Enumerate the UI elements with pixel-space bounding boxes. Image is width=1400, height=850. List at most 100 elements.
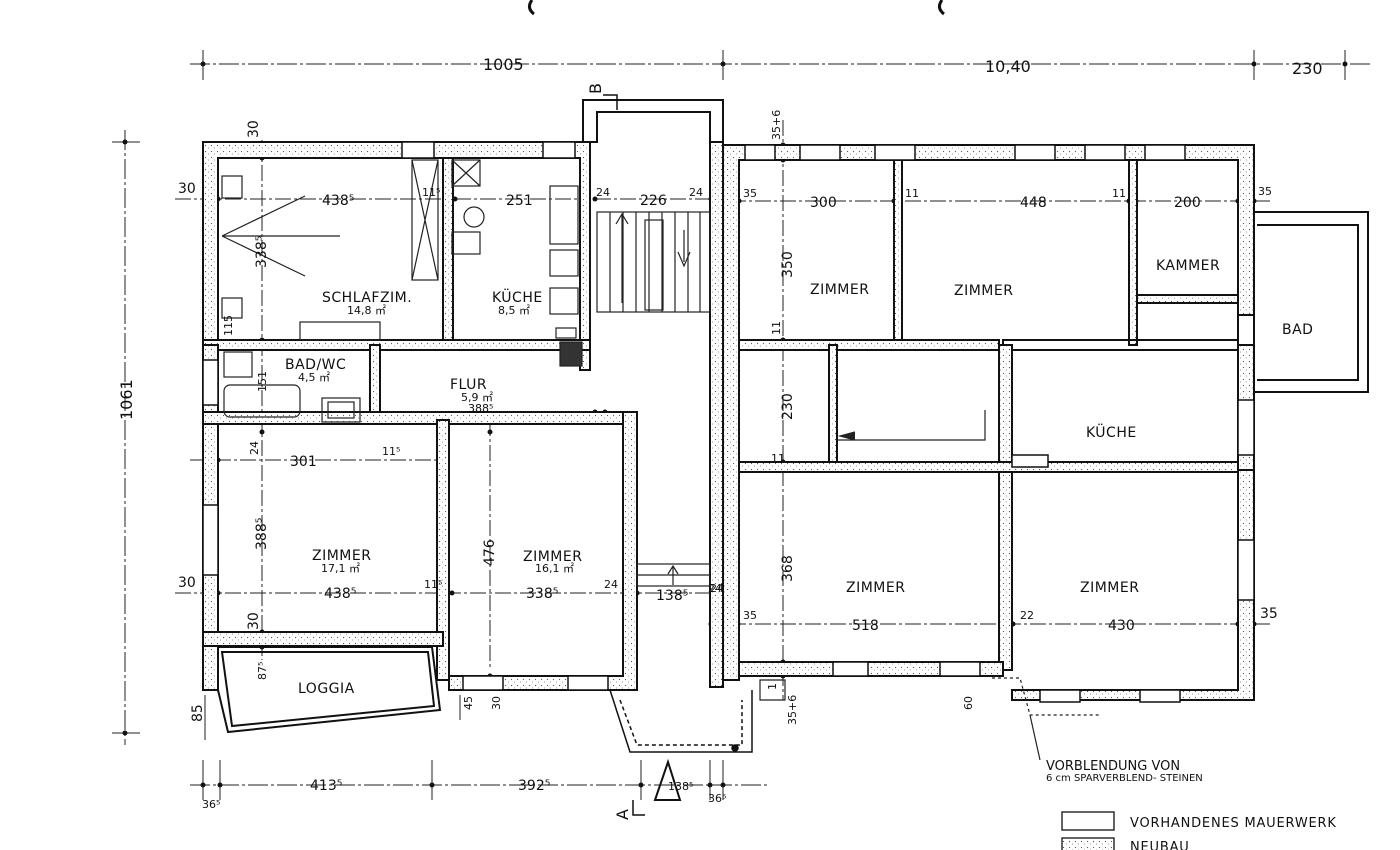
stair-d24a: 24 xyxy=(596,186,610,199)
zimmer2-d24: 24 xyxy=(604,578,618,591)
legend-new: NEUBAU xyxy=(1130,840,1190,850)
zimmer-c-width: 518 xyxy=(852,618,879,634)
zimmer-c-d24: 24 xyxy=(710,582,724,595)
zimmer-b-name: ZIMMER xyxy=(954,283,1013,299)
stair-d138: 138⁵ xyxy=(656,588,688,604)
kammer-width: 200 xyxy=(1174,195,1201,211)
plan-labels: 1005 10,40 230 1061 B A SCHLAFZIM. 14,8 … xyxy=(117,55,1323,820)
note-line2: 6 cm SPARVERBLEND- STEINEN xyxy=(1046,773,1203,784)
zimmer-a-d11: 11 xyxy=(770,321,783,335)
flur-width: 388⁵ xyxy=(468,402,493,415)
bad-right-name: BAD xyxy=(1282,322,1313,338)
zimmer-d-width: 430 xyxy=(1108,618,1135,634)
stair-d24c: 24 xyxy=(708,582,722,595)
right-flat-walls xyxy=(722,144,1255,701)
zimmer1-d30: 30 xyxy=(178,575,196,591)
zimmer-a-d35: 35 xyxy=(743,187,757,200)
dim-left-width: 1005 xyxy=(483,55,524,74)
legend-existing: VORHANDENES MAUERWERK xyxy=(1130,816,1337,831)
zimmer1-name: ZIMMER xyxy=(312,548,371,564)
dim-right-width: 10,40 xyxy=(985,57,1031,76)
loggia-d875: 87⁵ xyxy=(256,662,269,680)
zimmer-d-name: ZIMMER xyxy=(1080,580,1139,596)
zimmer1-d24: 24 xyxy=(248,441,261,455)
kammer-d35: 35 xyxy=(1258,185,1272,198)
hall-depth: 230 xyxy=(780,393,796,420)
schlafzimmer-name: SCHLAFZIM. xyxy=(322,290,412,306)
loggia-d30b: 30 xyxy=(490,696,503,710)
kueche-left-width: 251 xyxy=(506,193,533,209)
loggia-d30: 30 xyxy=(246,612,262,630)
stair-width: 226 xyxy=(640,193,667,209)
legend-swatch-new xyxy=(1061,837,1115,850)
entrance xyxy=(609,689,753,801)
zimmer-d-d22: 22 xyxy=(1020,609,1034,622)
bottom-d60: 60 xyxy=(962,696,975,710)
bottom-dim-1385: 138⁵ xyxy=(668,780,693,793)
dim-annex-width: 230 xyxy=(1292,59,1323,78)
staircase xyxy=(596,211,711,587)
flur-name: FLUR xyxy=(450,377,487,393)
kueche-right-name: KÜCHE xyxy=(1086,423,1137,441)
zimmer2-depth: 476 xyxy=(482,539,498,566)
section-marks xyxy=(603,94,645,816)
loggia-name: LOGGIA xyxy=(298,681,355,697)
kueche-left-area: 8,5 ㎡ xyxy=(498,304,530,317)
schlafzimmer-width: 438⁵ xyxy=(322,193,354,209)
bad-left-name: BAD/WC xyxy=(285,357,346,373)
loggia-d45: 45 xyxy=(462,696,475,710)
schlafzimmer-d115: 11⁵ xyxy=(422,186,440,199)
bad-annex-walls xyxy=(1237,211,1369,393)
zimmer1-d115b: 11⁵ xyxy=(424,578,442,591)
bottom-dim-3925: 392⁵ xyxy=(518,778,550,794)
bottom-d356: 35+6 xyxy=(786,695,799,725)
bad-left-area: 4,5 ㎡ xyxy=(298,371,330,384)
bottom-dim-365a: 36⁵ xyxy=(202,798,220,811)
note-line1: VORBLENDUNG VON xyxy=(1046,759,1180,774)
top-marks xyxy=(527,0,945,16)
section-a-label: A xyxy=(613,809,632,820)
zimmer-b-width: 448 xyxy=(1020,195,1047,211)
bottom-d1: 1 xyxy=(766,683,779,690)
zimmer2-name: ZIMMER xyxy=(523,549,582,565)
loggia-walls xyxy=(217,646,442,734)
zimmer-b-d11a: 11 xyxy=(905,187,919,200)
right-windows xyxy=(744,144,1255,703)
zimmer1-area: 17,1 ㎡ xyxy=(321,562,360,575)
right-fixtures xyxy=(759,410,1100,761)
bottom-dim-365b: 36⁵ xyxy=(708,792,726,805)
schlafzimmer-area: 14,8 ㎡ xyxy=(347,304,386,317)
bad-left-depth: 151 xyxy=(256,371,269,392)
loggia-d85: 85 xyxy=(190,704,206,722)
section-b-label: B xyxy=(586,83,605,94)
legend-swatch-existing xyxy=(1061,811,1115,831)
stair-d24b: 24 xyxy=(689,186,703,199)
zimmer-a-width: 300 xyxy=(810,195,837,211)
zimmer1-width: 438⁵ xyxy=(324,586,356,602)
schlafzimmer-d30a: 30 xyxy=(246,120,262,138)
zimmer-b-d11b: 11 xyxy=(1112,187,1126,200)
kueche-left-name: KÜCHE xyxy=(492,288,543,306)
hall-d11: 11 xyxy=(771,452,785,465)
zimmer-d-d35: 35 xyxy=(1260,606,1278,622)
zimmer-a-name: ZIMMER xyxy=(810,282,869,298)
zimmer1-inner: 301 xyxy=(290,454,317,470)
left-windows xyxy=(202,141,609,691)
kammer-name: KAMMER xyxy=(1156,258,1220,274)
zimmer1-depth: 388⁵ xyxy=(254,518,270,550)
legend: VORHANDENES MAUERWERK NEUBAU xyxy=(1061,811,1337,850)
zimmer-c-name: ZIMMER xyxy=(846,580,905,596)
bottom-dim-4135: 413⁵ xyxy=(310,778,342,794)
dim-left-height: 1061 xyxy=(117,379,136,420)
zimmer-c-d35: 35 xyxy=(743,609,757,622)
zimmer-c-depth: 368 xyxy=(780,555,796,582)
zimmer2-width: 338⁵ xyxy=(526,586,558,602)
zimmer2-area: 16,1 ㎡ xyxy=(535,562,574,575)
schlafzimmer-depth: 338⁵ xyxy=(254,236,270,268)
zimmer-a-d356: 35+6 xyxy=(770,110,783,140)
zimmer-a-depth: 350 xyxy=(780,251,796,278)
schlafzimmer-d115b: 115 xyxy=(222,315,235,336)
flur-area: 5,9 ㎡ xyxy=(461,391,493,404)
zimmer1-d115: 11⁵ xyxy=(382,445,400,458)
